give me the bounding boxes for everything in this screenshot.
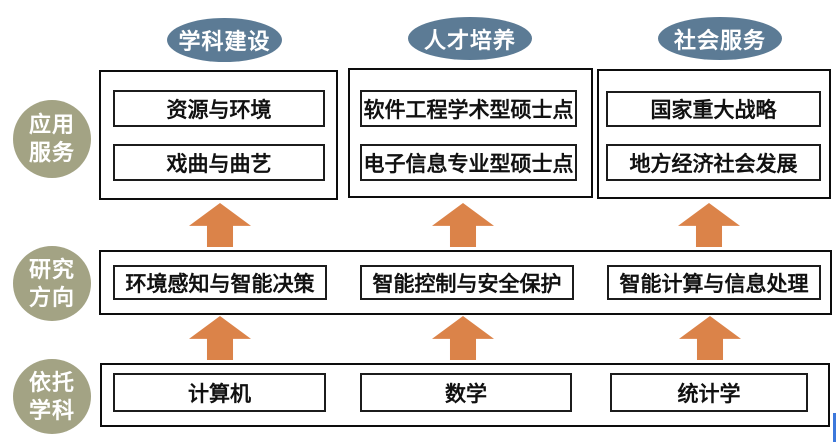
- header-badge-talent-cultivation: 人才培养: [408, 17, 532, 60]
- level-badge-line: 学科: [28, 397, 75, 423]
- item-box: 数学: [360, 373, 572, 412]
- level-badge-research-direction: 研究 方向: [13, 246, 91, 321]
- level-badge-line: 服务: [28, 140, 75, 165]
- item-box: 资源与环境: [113, 90, 325, 127]
- level-badge-line: 研究: [28, 256, 75, 282]
- level-badge-application-service: 应用 服务: [13, 100, 91, 178]
- header-badge-discipline-construction: 学科建设: [167, 18, 282, 62]
- item-box: 计算机: [113, 373, 326, 412]
- item-box: 戏曲与曲艺: [113, 144, 325, 181]
- level-badge-line: 应用: [28, 112, 75, 137]
- up-arrow-icon: [432, 203, 494, 247]
- level-badge-supporting-discipline: 依托 学科: [13, 359, 91, 434]
- level-badge-line: 方向: [28, 284, 75, 310]
- up-arrow-icon: [679, 316, 741, 360]
- item-box: 智能控制与安全保护: [360, 265, 574, 300]
- item-box: 国家重大战略: [606, 91, 821, 127]
- item-box: 统计学: [610, 373, 808, 412]
- item-box: 地方经济社会发展: [606, 144, 821, 181]
- item-box: 软件工程学术型硕士点: [360, 90, 577, 127]
- level-badge-line: 依托: [28, 369, 75, 395]
- header-badge-social-service: 社会服务: [658, 17, 782, 60]
- item-box: 电子信息专业型硕士点: [360, 144, 577, 181]
- up-arrow-icon: [678, 203, 740, 247]
- item-box: 智能计算与信息处理: [607, 265, 821, 300]
- up-arrow-icon: [189, 203, 251, 247]
- up-arrow-icon: [189, 316, 251, 360]
- up-arrow-icon: [432, 316, 494, 360]
- item-box: 环境感知与智能决策: [113, 265, 327, 300]
- text-cursor-mark: [833, 413, 836, 442]
